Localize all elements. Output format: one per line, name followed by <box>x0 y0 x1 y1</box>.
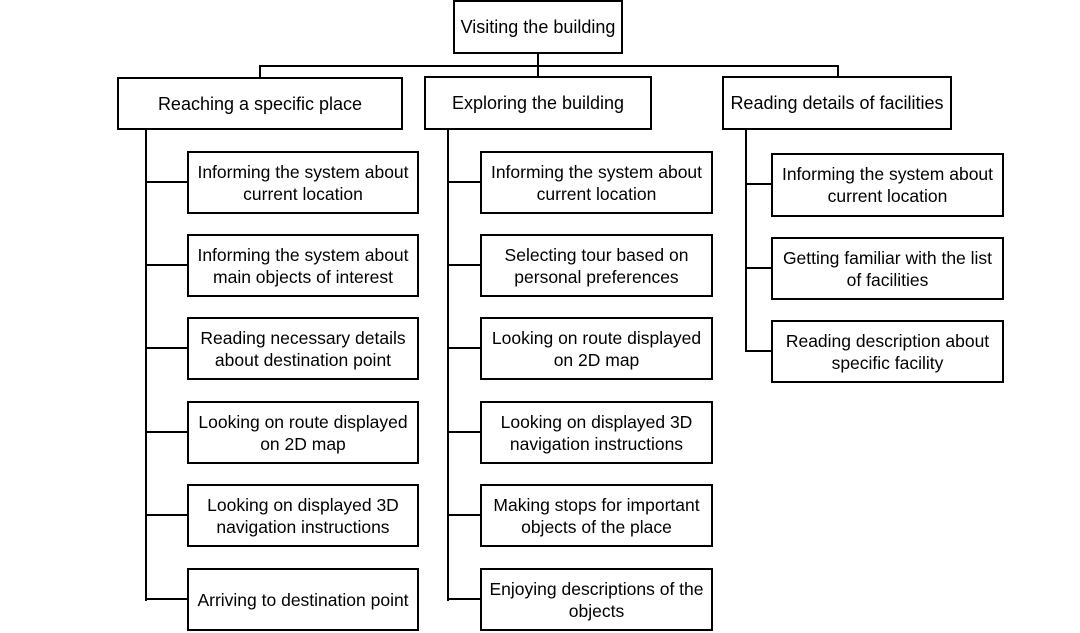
step-node: Enjoying descriptions of the objects <box>480 568 713 631</box>
branch-3-3 <box>745 350 773 352</box>
branch-2-2 <box>447 264 481 266</box>
branch-1-1 <box>145 181 188 183</box>
step-node: Informing the system about main objects … <box>187 234 419 297</box>
branch-2-3 <box>447 347 481 349</box>
connector-root-down <box>537 53 539 67</box>
step-node: Informing the system about current locat… <box>480 151 713 214</box>
branch-1-3 <box>145 347 188 349</box>
category-node-exploring-building: Exploring the building <box>424 76 652 130</box>
step-node: Arriving to destination point <box>187 568 419 631</box>
step-node: Looking on displayed 3D navigation instr… <box>480 401 713 464</box>
branch-1-2 <box>145 264 188 266</box>
step-node: Making stops for important objects of th… <box>480 484 713 547</box>
branch-1-5 <box>145 514 188 516</box>
spine-category-3 <box>745 129 747 352</box>
category-node-reaching-place: Reaching a specific place <box>117 77 403 130</box>
step-node: Looking on route displayed on 2D map <box>480 317 713 380</box>
step-node: Selecting tour based on personal prefere… <box>480 234 713 297</box>
step-node: Looking on displayed 3D navigation instr… <box>187 484 419 547</box>
branch-2-6 <box>447 598 481 600</box>
branch-2-4 <box>447 431 481 433</box>
spine-category-2 <box>447 129 449 601</box>
branch-1-4 <box>145 431 188 433</box>
root-node: Visiting the building <box>453 0 623 54</box>
branch-3-2 <box>745 267 773 269</box>
step-node: Informing the system about current locat… <box>771 153 1004 217</box>
branch-2-1 <box>447 181 481 183</box>
step-node: Reading description about specific facil… <box>771 320 1004 383</box>
step-node: Getting familiar with the list of facili… <box>771 237 1004 300</box>
spine-category-1 <box>145 129 147 601</box>
branch-3-1 <box>745 183 773 185</box>
step-node: Looking on route displayed on 2D map <box>187 401 419 464</box>
branch-1-6 <box>145 598 188 600</box>
step-node: Reading necessary details about destinat… <box>187 317 419 380</box>
connector-to-category-3 <box>837 65 839 77</box>
connector-to-category-2 <box>537 65 539 77</box>
connector-to-category-1 <box>259 65 261 78</box>
category-node-reading-facilities: Reading details of facilities <box>722 76 952 130</box>
step-node: Informing the system about current locat… <box>187 151 419 214</box>
branch-2-5 <box>447 514 481 516</box>
connector-category-bar <box>259 65 839 67</box>
